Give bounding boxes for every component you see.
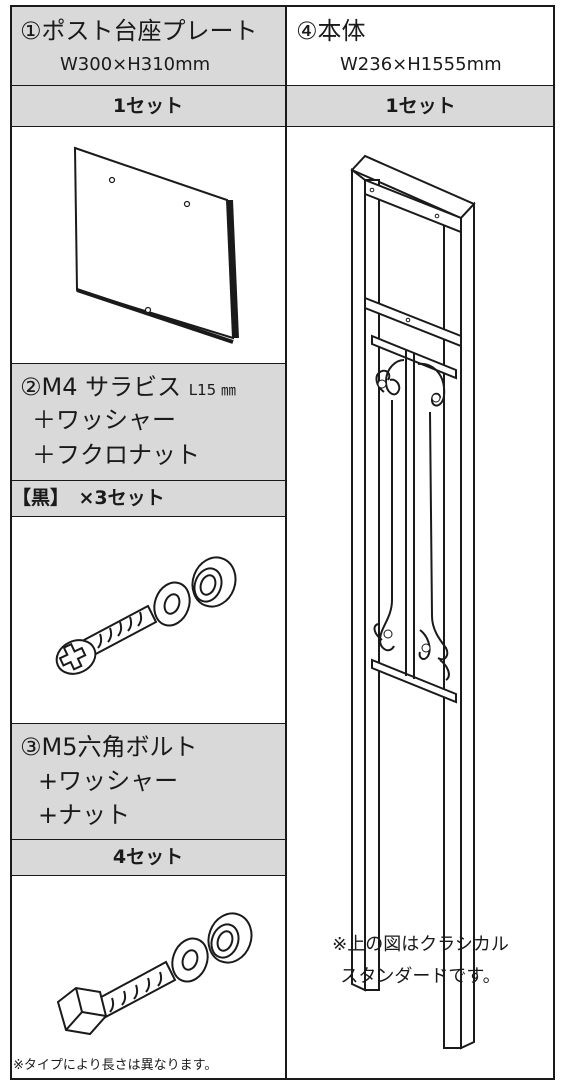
bolt-washer-label: +ワッシャー: [38, 767, 179, 795]
bolt-title: ③M5六角ボルト: [20, 733, 198, 761]
screw-capnut-label: ＋フクロナット: [32, 441, 200, 469]
divider: [10, 839, 286, 840]
body-dimensions: W236×H1555mm: [340, 54, 502, 75]
table-frame: [10, 5, 555, 1080]
screw-count-bg: [11, 481, 285, 516]
divider: [10, 875, 286, 876]
divider: [10, 723, 286, 724]
bolt-nut-label: +ナット: [38, 801, 131, 829]
body-title: ④本体: [296, 17, 366, 45]
divider: [10, 516, 286, 517]
plate-title: ①ポスト台座プレート: [20, 17, 258, 45]
plate-count: 1セット: [112, 95, 184, 117]
divider: [10, 126, 555, 127]
body-note-line1: ※上の図はクラシカル: [332, 934, 509, 955]
length-footnote: ※タイプにより長さは異なります。: [13, 1058, 218, 1073]
bolt-header-bg: [11, 724, 285, 839]
plate-header-bg: [11, 6, 285, 85]
bolt-count-bg: [11, 840, 285, 875]
divider: [10, 85, 555, 86]
plate-count-bg: [11, 86, 285, 126]
divider: [10, 363, 286, 364]
plate-dimensions: W300×H310mm: [60, 54, 211, 75]
divider: [10, 480, 286, 481]
bolt-count: 4セット: [112, 846, 184, 868]
body-count: 1セット: [385, 95, 456, 117]
screw-count: 【黒】 ×3セット: [12, 487, 165, 509]
screw-header-bg: [11, 364, 285, 480]
screw-name: ②M4 サラビス: [20, 373, 189, 401]
body-count-bg: [287, 86, 554, 126]
column-divider: [285, 5, 287, 1080]
body-note-line2: スタンダードです。: [340, 966, 501, 987]
screw-washer-label: ＋ワッシャー: [32, 406, 176, 434]
screw-title: ②M4 サラビス L15 ㎜: [20, 372, 236, 405]
screw-length: L15 ㎜: [188, 381, 236, 399]
